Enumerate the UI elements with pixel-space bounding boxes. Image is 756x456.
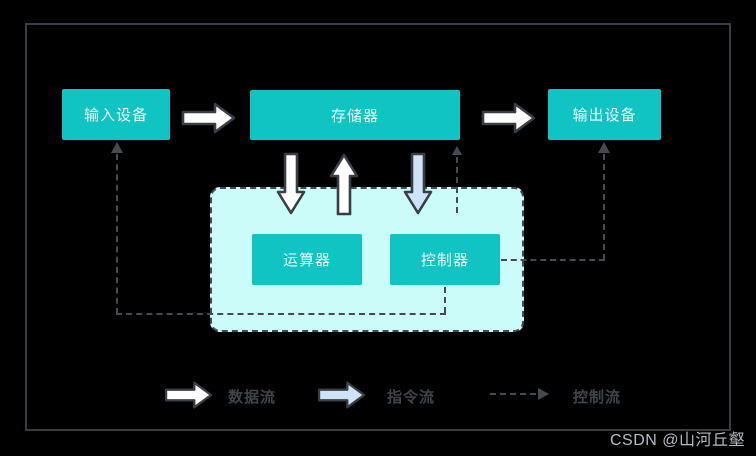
arrow-up-icon <box>598 142 610 153</box>
legend-instruction-flow-label: 指令流 <box>387 389 436 406</box>
legend-control-flow-label: 控制流 <box>573 389 622 406</box>
diagram-frame <box>25 23 731 431</box>
watermark: CSDN @山河丘壑 <box>609 432 745 449</box>
node-input-device-label: 输入设备 <box>83 107 148 124</box>
legend-instruction-flow-icon <box>317 381 366 409</box>
control-line-cu-down <box>444 287 446 313</box>
node-alu-label: 运算器 <box>282 252 331 269</box>
node-memory: 存储器 <box>250 90 460 140</box>
legend-data-flow-icon <box>164 381 213 409</box>
arrow-up-icon <box>111 142 123 153</box>
control-line-bottom <box>116 313 446 315</box>
control-line-to-output <box>603 154 605 260</box>
node-memory-label: 存储器 <box>330 107 379 125</box>
instruction-arrow-memory-to-cu-icon <box>403 152 433 215</box>
node-alu: 运算器 <box>252 234 362 285</box>
node-input-device: 输入设备 <box>62 89 170 140</box>
control-line-to-input <box>116 154 118 314</box>
data-arrow-memory-up-icon <box>329 153 359 216</box>
arrow-up-icon <box>452 146 462 155</box>
node-control-unit: 控制器 <box>390 234 500 285</box>
node-output-device-label: 输出设备 <box>572 107 637 124</box>
control-line-cu-to-memory <box>456 157 458 213</box>
legend-data-flow-label: 数据流 <box>228 389 277 406</box>
legend-control-flow-icon <box>490 393 536 395</box>
arrow-right-icon <box>538 388 549 400</box>
node-output-device: 输出设备 <box>548 89 661 140</box>
data-arrow-input-to-memory-icon <box>181 102 236 134</box>
node-control-unit-label: 控制器 <box>420 252 469 269</box>
data-arrow-memory-to-output-icon <box>481 102 536 134</box>
data-arrow-memory-down-icon <box>276 152 306 215</box>
control-line-cu-right <box>501 259 605 261</box>
